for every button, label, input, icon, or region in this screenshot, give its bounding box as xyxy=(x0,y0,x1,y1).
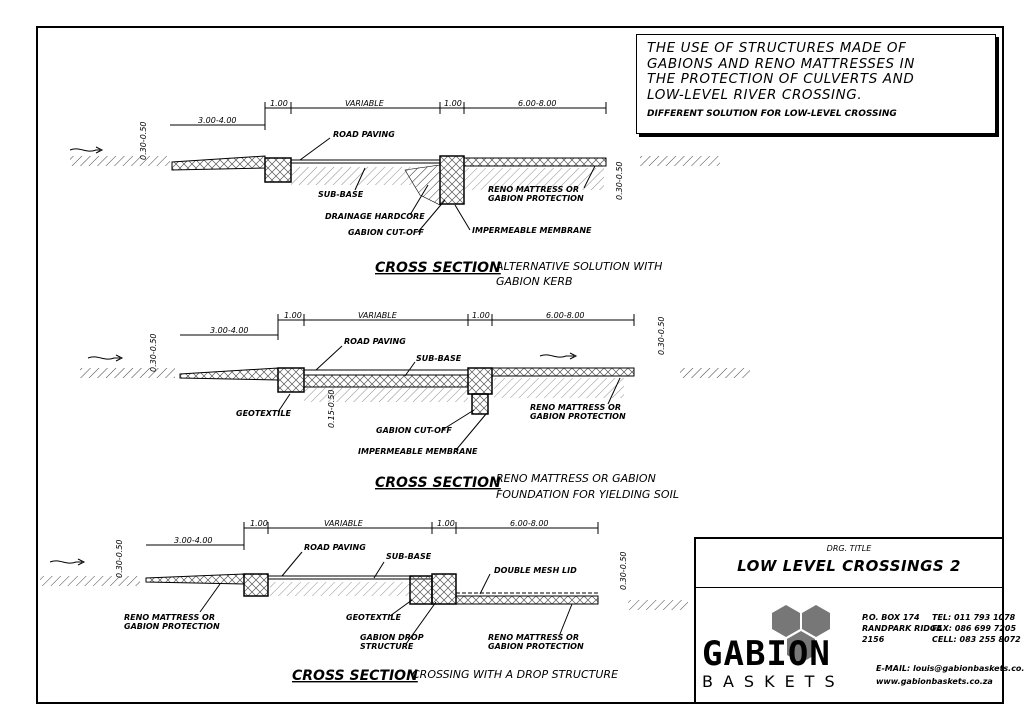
dim-text: 1.00 xyxy=(284,311,302,320)
note-line-4: LOW-LEVEL RIVER CROSSING. xyxy=(647,86,863,103)
dim-text: 6.00-8.00 xyxy=(518,99,557,108)
dim-text: 3.00-4.00 xyxy=(174,536,213,545)
label-lid: DOUBLE MESH LID xyxy=(494,566,577,575)
dim-text: 0.15-0.50 xyxy=(327,389,336,428)
dim-text: 1.00 xyxy=(472,311,490,320)
dim-text: 1.00 xyxy=(270,99,288,108)
drawing-title-label: DRG. TITLE xyxy=(826,544,872,553)
address-line: P.O. BOX 174 xyxy=(862,613,920,622)
dim-text: 6.00-8.00 xyxy=(510,519,549,528)
label-drop-2: STRUCTURE xyxy=(360,642,414,651)
email-text[interactable]: E-MAIL: louis@gabionbaskets.co.za xyxy=(876,664,1024,673)
label-sub-base: SUB-BASE xyxy=(386,552,432,561)
drawing-title: LOW LEVEL CROSSINGS 2 xyxy=(737,557,961,575)
phone-line: CELL: 083 255 8072 xyxy=(932,635,1021,644)
section-2-title: CROSS SECTION xyxy=(375,475,501,491)
label-road-paving: ROAD PAVING xyxy=(333,130,395,139)
label-geotextile: GEOTEXTILE xyxy=(236,409,291,418)
section-1-desc: ALTERNATIVE SOLUTION WITH xyxy=(495,260,662,273)
reno-mattress xyxy=(171,155,266,171)
dim-text: 3.00-4.00 xyxy=(210,326,249,335)
note-line-3: THE PROTECTION OF CULVERTS AND xyxy=(647,71,915,87)
label-membrane: IMPERMEABLE MEMBRANE xyxy=(472,226,592,235)
label-road-paving: ROAD PAVING xyxy=(304,543,366,552)
section-3-title: CROSS SECTION xyxy=(292,668,418,684)
water-flow-arrow xyxy=(49,560,82,564)
dim-text: 1.00 xyxy=(444,99,462,108)
hexagon-logo-icon xyxy=(772,605,830,663)
label-sub-base: SUB-BASE xyxy=(318,190,364,199)
label-reno-2: GABION PROTECTION xyxy=(488,642,584,651)
section-1-drawing: 3.00-4.00 1.00 VARIABLE 1.00 6.00-8.00 0… xyxy=(69,99,720,288)
label-reno: RENO MATTRESS OR xyxy=(530,403,621,412)
ground-hatch xyxy=(70,156,170,166)
brand-sub: BASKETS xyxy=(702,672,845,691)
phone-line: TEL: 011 793 1078 xyxy=(932,613,1016,622)
label-reno-2: GABION PROTECTION xyxy=(530,412,626,421)
section-2-desc: RENO MATTRESS OR GABION xyxy=(496,472,656,485)
website-text[interactable]: www.gabionbaskets.co.za xyxy=(876,677,993,686)
dim-text: 3.00-4.00 xyxy=(198,116,237,125)
dim-text: 0.30-0.50 xyxy=(149,333,158,372)
dim-text: VARIABLE xyxy=(345,99,385,108)
note-line-2: GABIONS AND RENO MATTRESSES IN xyxy=(647,55,915,72)
title-note-box: THE USE OF STRUCTURES MADE OF GABIONS AN… xyxy=(636,34,996,134)
gabion-cutoff xyxy=(439,155,465,205)
note-line-1: THE USE OF STRUCTURES MADE OF xyxy=(647,40,907,56)
water-flow-arrow xyxy=(539,354,574,358)
section-2-drawing: 3.00-4.00 1.00 VARIABLE 1.00 6.00-8.00 0… xyxy=(80,311,750,501)
label-reno-2: GABION PROTECTION xyxy=(488,194,584,203)
label-drainage: DRAINAGE HARDCORE xyxy=(325,212,425,221)
dim-text: 6.00-8.00 xyxy=(546,311,585,320)
dim-text: 0.30-0.50 xyxy=(115,539,124,578)
label-road-paving: ROAD PAVING xyxy=(344,337,406,346)
water-flow-arrow xyxy=(69,148,100,152)
address-line: 2156 xyxy=(862,635,885,644)
label-drop: GABION DROP xyxy=(360,633,424,642)
section-1-desc-2: GABION KERB xyxy=(496,275,573,288)
dim-text: 0.30-0.50 xyxy=(619,551,628,590)
section-3-drawing: 3.00-4.00 1.00 VARIABLE 1.00 6.00-8.00 0… xyxy=(40,519,688,684)
note-subtitle: DIFFERENT SOLUTION FOR LOW-LEVEL CROSSIN… xyxy=(647,109,897,119)
label-cutoff: GABION CUT-OFF xyxy=(376,426,452,435)
label-membrane: IMPERMEABLE MEMBRANE xyxy=(358,447,478,456)
label-geotextile: GEOTEXTILE xyxy=(346,613,401,622)
brand-name: GABION xyxy=(702,634,831,674)
reno-mattress xyxy=(463,157,607,167)
ground-hatch xyxy=(640,156,720,166)
dim-text: VARIABLE xyxy=(324,519,364,528)
title-block: DRG. TITLE LOW LEVEL CROSSINGS 2 GABION … xyxy=(694,537,1024,704)
water-flow-arrow xyxy=(87,356,120,360)
label-reno: RENO MATTRESS OR xyxy=(488,185,579,194)
label-sub-base: SUB-BASE xyxy=(416,354,462,363)
label-reno-left: RENO MATTRESS OR xyxy=(124,613,215,622)
section-3-desc: CROSSING WITH A DROP STRUCTURE xyxy=(412,668,618,681)
dim-text: VARIABLE xyxy=(358,311,398,320)
label-cutoff: GABION CUT-OFF xyxy=(348,228,424,237)
gabion-kerb xyxy=(264,157,292,183)
section-1-title: CROSS SECTION xyxy=(375,260,501,276)
dim-text: 0.30-0.50 xyxy=(139,121,148,160)
phone-line: FAX: 086 699 7205 xyxy=(932,624,1017,633)
dim-text: 1.00 xyxy=(437,519,455,528)
dim-text: 1.00 xyxy=(250,519,268,528)
label-reno: RENO MATTRESS OR xyxy=(488,633,579,642)
label-reno-left-2: GABION PROTECTION xyxy=(124,622,220,631)
dim-text: 0.30-0.50 xyxy=(615,161,624,200)
dim-text: 0.30-0.50 xyxy=(657,316,666,355)
section-2-desc-2: FOUNDATION FOR YIELDING SOIL xyxy=(496,488,679,501)
address-line: RANDPARK RIDGE xyxy=(862,624,942,633)
drawing-frame xyxy=(36,26,1004,704)
